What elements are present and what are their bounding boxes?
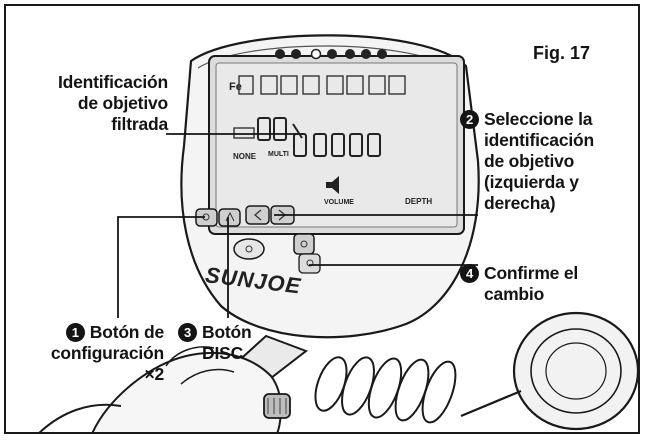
callout-number-badge: 4 bbox=[460, 264, 479, 283]
figure-frame: Fe NONE MULTI VOLUME DEPTH bbox=[4, 4, 640, 434]
lcd-inner bbox=[215, 62, 458, 228]
callout-number-badge: 3 bbox=[178, 323, 197, 342]
metal-detector-illustration: Fe NONE MULTI VOLUME DEPTH bbox=[38, 34, 638, 432]
lcd-fe-mark: Fe bbox=[229, 81, 242, 93]
power-button-shape bbox=[233, 238, 265, 260]
figure-label: Fig. 17 bbox=[533, 43, 591, 63]
coiled-cable bbox=[314, 356, 457, 424]
hand-fingers bbox=[165, 346, 235, 385]
indicator-dots bbox=[275, 48, 387, 60]
lcd-multi-label: MULTI bbox=[268, 151, 289, 158]
confirm-button-shape bbox=[293, 233, 321, 274]
lcd-digit-row bbox=[257, 117, 381, 157]
callout-leader-lines bbox=[117, 133, 478, 318]
target-scale-segments bbox=[238, 75, 406, 95]
lcd-volume-label: VOLUME bbox=[324, 199, 354, 206]
shaft-knob bbox=[263, 393, 291, 419]
lcd-none-label: NONE bbox=[233, 152, 257, 161]
lcd-depth-label: DEPTH bbox=[405, 197, 432, 206]
lcd-diagonal-mark bbox=[292, 123, 303, 139]
sleeve-cuff bbox=[38, 403, 122, 432]
speaker-icon bbox=[326, 176, 339, 194]
search-coil bbox=[460, 311, 638, 431]
lcd-bar bbox=[233, 127, 255, 139]
callout-number-badge: 1 bbox=[65, 323, 85, 342]
callout-filtered-target-id: Identificación de objetivo filtrada bbox=[58, 72, 168, 134]
callout-number-badge: 2 bbox=[460, 110, 479, 129]
button-pair-left bbox=[195, 208, 241, 227]
